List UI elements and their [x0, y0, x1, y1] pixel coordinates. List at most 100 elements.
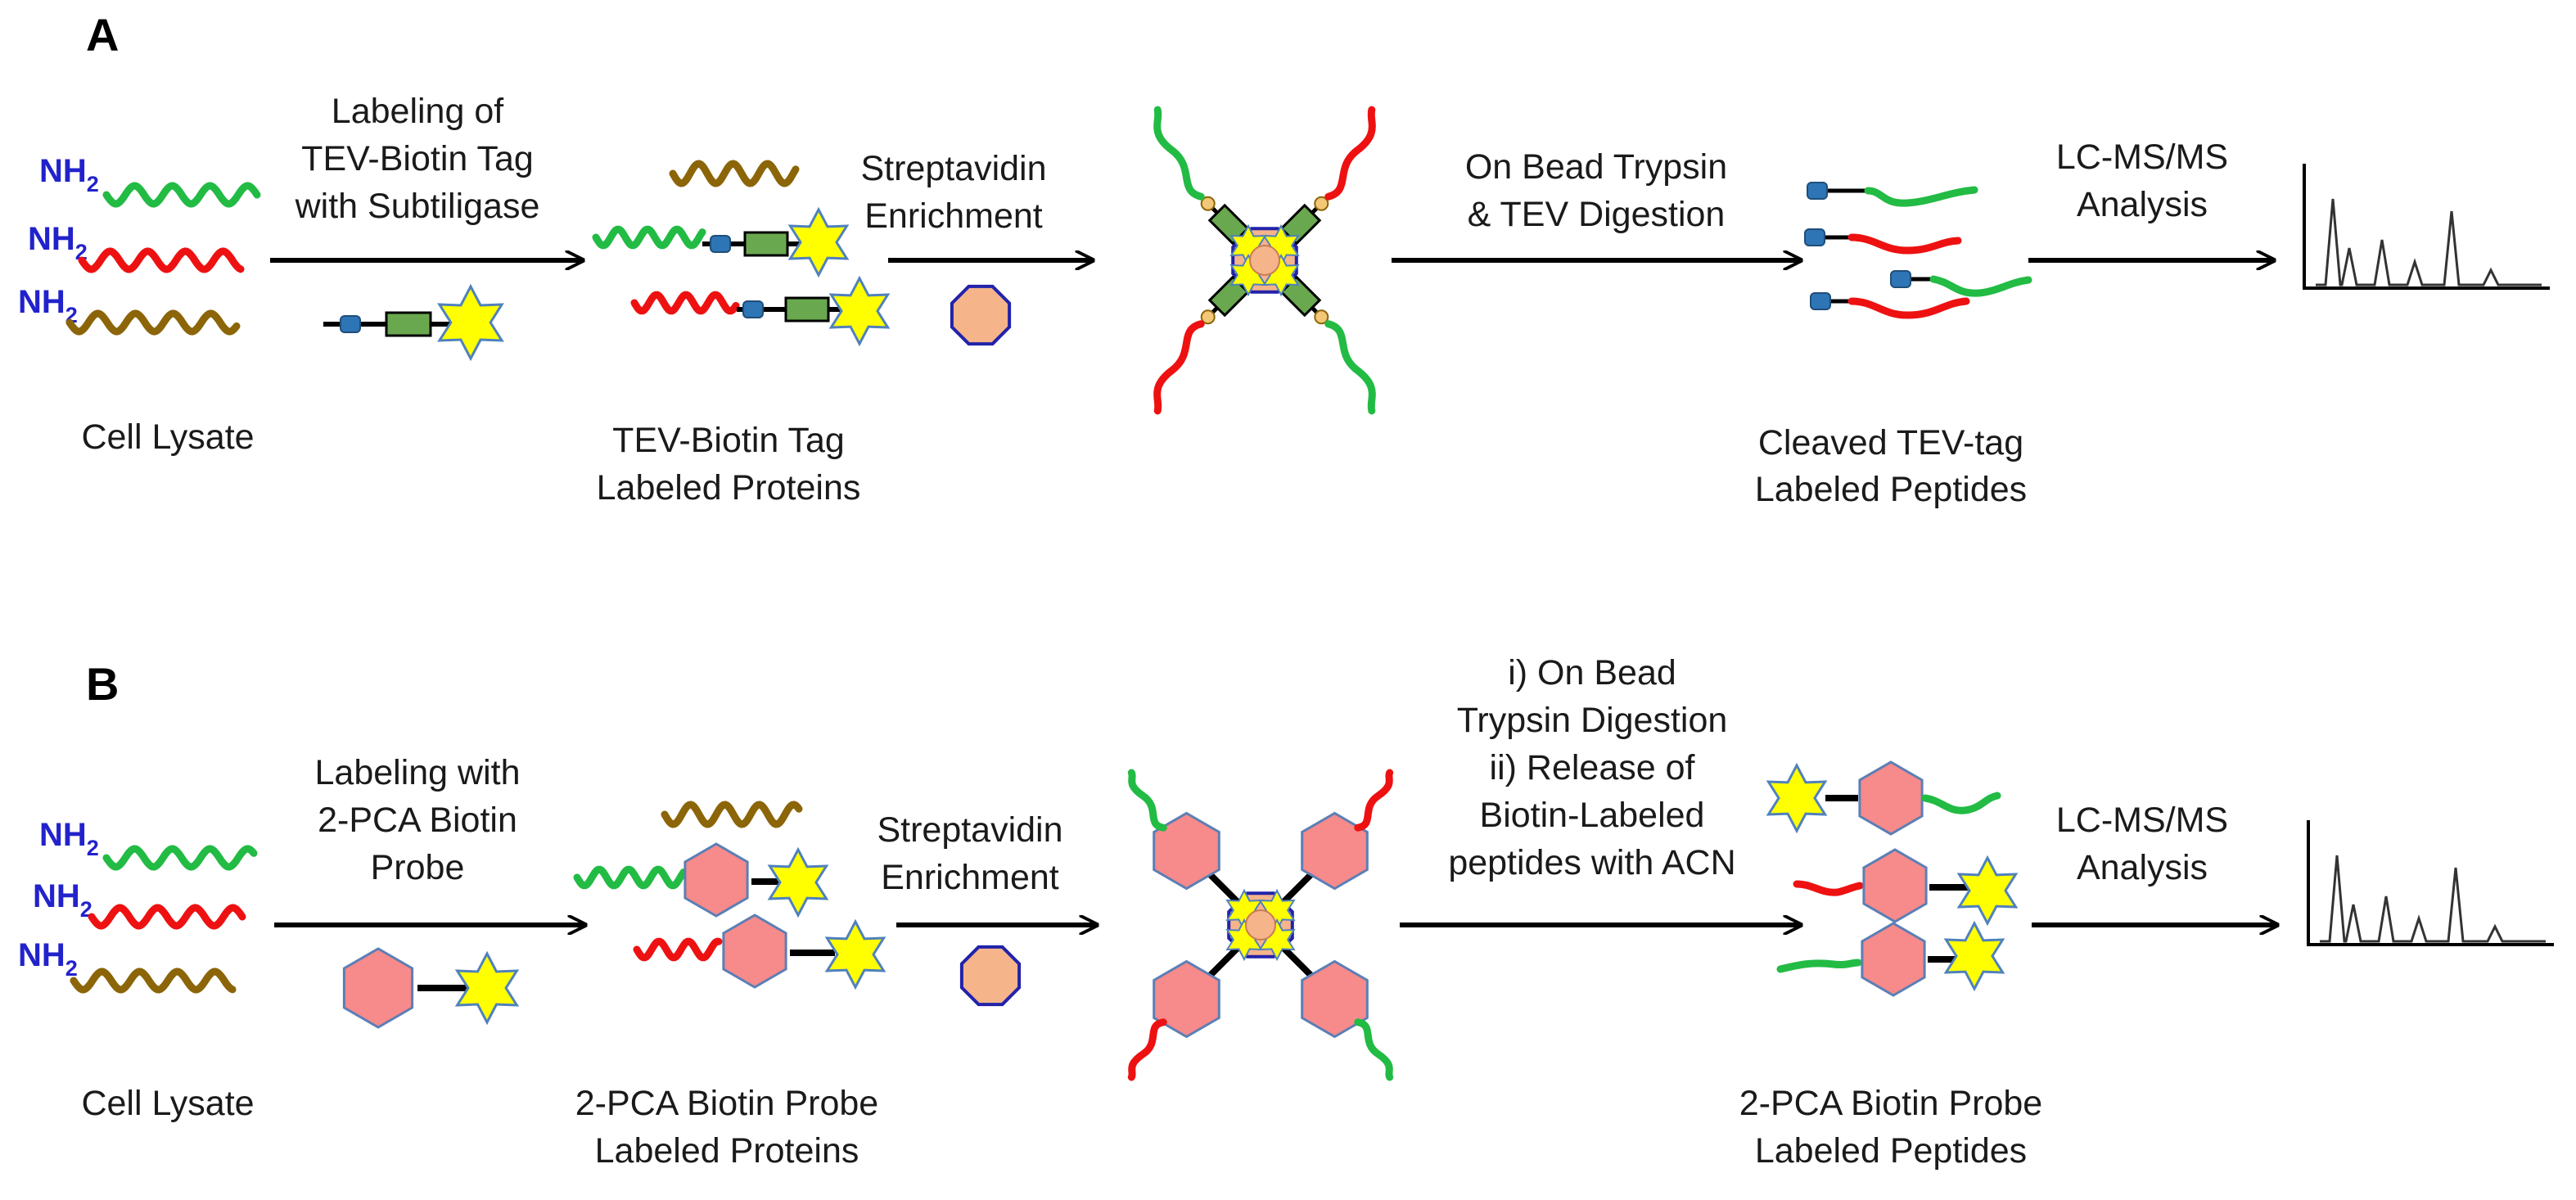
pca-hexagon-icon — [1301, 811, 1369, 891]
cleaved-peptide — [1810, 292, 1970, 319]
protein-strand — [70, 968, 237, 994]
tev-site — [1314, 196, 1329, 211]
pca-hexagon-icon — [1153, 811, 1220, 891]
labeled-protein — [633, 914, 886, 990]
step-label: Biotin-Labeled — [1480, 796, 1705, 835]
spectrum-axes — [2307, 820, 2554, 946]
step-label: Analysis — [2077, 848, 2208, 887]
protein-strand — [88, 904, 246, 930]
ms-spectrum — [2303, 164, 2550, 290]
step-label: & TEV Digestion — [1468, 195, 1726, 234]
biotin-star-icon — [1943, 920, 2005, 992]
protein-strand — [102, 182, 261, 208]
tev-biotin-tag — [323, 283, 504, 362]
protein-wave — [65, 309, 241, 336]
bead-core — [1245, 909, 1276, 941]
step-label: Labeling of — [332, 92, 504, 131]
step-label: i) On Bead — [1508, 653, 1676, 692]
bead-core — [1249, 245, 1280, 276]
step-label: Enrichment — [881, 858, 1059, 897]
labeled-peptide — [1793, 848, 2019, 927]
step-label: Probe — [371, 848, 465, 887]
step-label: Analysis — [2077, 185, 2208, 224]
biotin-star-icon — [824, 918, 886, 990]
step-label: On Bead Trypsin — [1465, 147, 1727, 187]
streptavidin-bead — [959, 945, 1022, 1007]
caption-cell-lysate: Cell Lysate — [81, 417, 254, 457]
step-label: Streptavidin — [860, 149, 1046, 188]
tev-site — [1200, 196, 1216, 211]
labeled-protein — [592, 206, 850, 278]
spectrum-trace — [2320, 855, 2546, 943]
cleaved-peptide — [1807, 182, 1978, 207]
protein-strand — [661, 801, 803, 828]
protein-strand — [78, 247, 245, 273]
biotin-star-icon — [828, 275, 891, 347]
cleaved-peptide — [1890, 270, 2032, 297]
caption-labeled-peptides: Cleaved TEV-tag — [1758, 423, 2023, 462]
biotin-star-icon — [767, 846, 829, 918]
biotin-star-icon — [1956, 855, 2019, 927]
pca-hexagon-icon — [1301, 959, 1369, 1039]
labeled-protein — [630, 275, 891, 347]
step-label: TEV-Biotin Tag — [301, 139, 534, 178]
protein-strand — [592, 225, 706, 250]
protein-wave — [88, 904, 246, 930]
pca-hexagon-icon — [1153, 959, 1220, 1039]
protein-strand — [1127, 769, 1167, 832]
amine-label: NH2 — [39, 817, 99, 860]
step-label: with Subtiligase — [295, 187, 540, 226]
step-label: 2-PCA Biotin — [318, 801, 517, 840]
caption-labeled-peptides: 2-PCA Biotin Probe — [1739, 1084, 2042, 1123]
protein-wave — [70, 968, 237, 994]
protein-strand — [1127, 1018, 1167, 1081]
cleaved-peptide — [1804, 228, 1962, 255]
caption-labeled-proteins: 2-PCA Biotin Probe — [575, 1084, 878, 1123]
ms-spectrum — [2307, 820, 2554, 946]
amine-label: NH2 — [39, 153, 99, 196]
protein-strand — [1153, 106, 1205, 201]
caption-labeled-peptides: Labeled Peptides — [1755, 470, 2027, 509]
panel-b-label: B — [86, 658, 119, 710]
step-label: ii) Release of — [1490, 748, 1696, 787]
amine-label: NH2 — [33, 878, 92, 922]
spectrum-axes — [2303, 164, 2550, 290]
step-label: Enrichment — [864, 196, 1043, 236]
caption-cell-lysate: Cell Lysate — [81, 1084, 254, 1123]
step-label: Streptavidin — [877, 810, 1062, 850]
labeled-peptide — [1766, 760, 2001, 836]
protein-strand — [65, 309, 241, 336]
pca-hexagon-icon — [1858, 760, 1924, 836]
protein-wave — [661, 801, 803, 828]
bead-complex — [1153, 106, 1376, 415]
protein-strand — [573, 865, 688, 890]
protein-strand — [1153, 320, 1205, 415]
protein-wave — [102, 182, 261, 208]
pca-biotin-probe — [342, 947, 520, 1029]
spectrum-trace — [2316, 198, 2542, 286]
biotin-star-icon — [437, 283, 504, 362]
amine-label: NH2 — [28, 221, 88, 264]
caption-labeled-proteins: Labeled Proteins — [595, 1131, 859, 1171]
pca-hexagon-icon — [1861, 922, 1926, 997]
protein-strand — [102, 845, 258, 871]
step-label: peptides with ACN — [1448, 843, 1735, 882]
biotin-star-icon — [1766, 762, 1828, 834]
amine-label: NH2 — [18, 284, 78, 327]
step-label: Trypsin Digestion — [1457, 701, 1728, 740]
tev-site — [1200, 309, 1216, 325]
panel-a-label: A — [86, 9, 119, 61]
pca-hexagon-icon — [342, 947, 414, 1029]
step-label: LC-MS/MS — [2056, 138, 2228, 177]
protein-strand — [633, 937, 723, 962]
labeled-protein — [573, 842, 829, 918]
protein-strand — [1354, 1018, 1394, 1081]
protein-strand — [1324, 320, 1376, 415]
streptavidin-bead — [950, 284, 1012, 346]
amine-label: NH2 — [18, 937, 78, 981]
pca-hexagon-icon — [1862, 848, 1928, 923]
biotin-star-icon — [454, 950, 520, 1026]
step-label: Labeling with — [314, 753, 520, 792]
step-label: LC-MS/MS — [2056, 801, 2228, 840]
